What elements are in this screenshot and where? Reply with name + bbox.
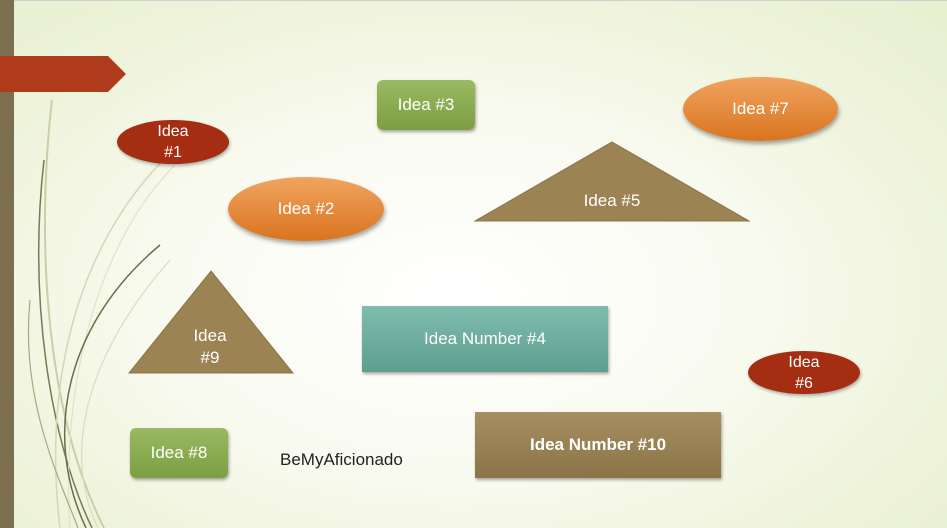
idea-4-box[interactable]: Idea Number #4 [362, 306, 608, 372]
idea-9-label: Idea #9 [193, 326, 227, 367]
idea-7-label: Idea #7 [732, 99, 789, 118]
idea-6-label: Idea #6 [788, 353, 820, 392]
left-accent-bar [0, 0, 14, 528]
idea-4-label: Idea Number #4 [424, 329, 546, 348]
idea-2-label: Idea #2 [277, 199, 335, 218]
author-text: BeMyAficionado [280, 450, 403, 469]
idea-9-triangle[interactable] [128, 270, 294, 374]
idea-7-ellipse[interactable]: Idea #7 [683, 77, 838, 141]
idea-3-box[interactable]: Idea #3 [377, 80, 475, 130]
decorative-stems [27, 99, 186, 528]
idea-6-ellipse[interactable]: Idea #6 [748, 351, 860, 394]
idea-3-label: Idea #3 [397, 95, 455, 114]
idea-2-ellipse[interactable]: Idea #2 [228, 177, 384, 241]
arrow-banner [0, 56, 126, 92]
idea-1-ellipse[interactable]: Idea #1 [117, 120, 229, 164]
idea-10-box[interactable]: Idea Number #10 [475, 412, 721, 478]
idea-8-label: Idea #8 [150, 443, 208, 462]
idea-5-triangle[interactable] [474, 141, 750, 222]
top-border [0, 0, 947, 1]
idea-10-label: Idea Number #10 [529, 435, 667, 454]
idea-1-label: Idea #1 [157, 123, 189, 161]
idea-8-box[interactable]: Idea #8 [130, 428, 228, 478]
idea-5-label: Idea #5 [583, 191, 641, 210]
